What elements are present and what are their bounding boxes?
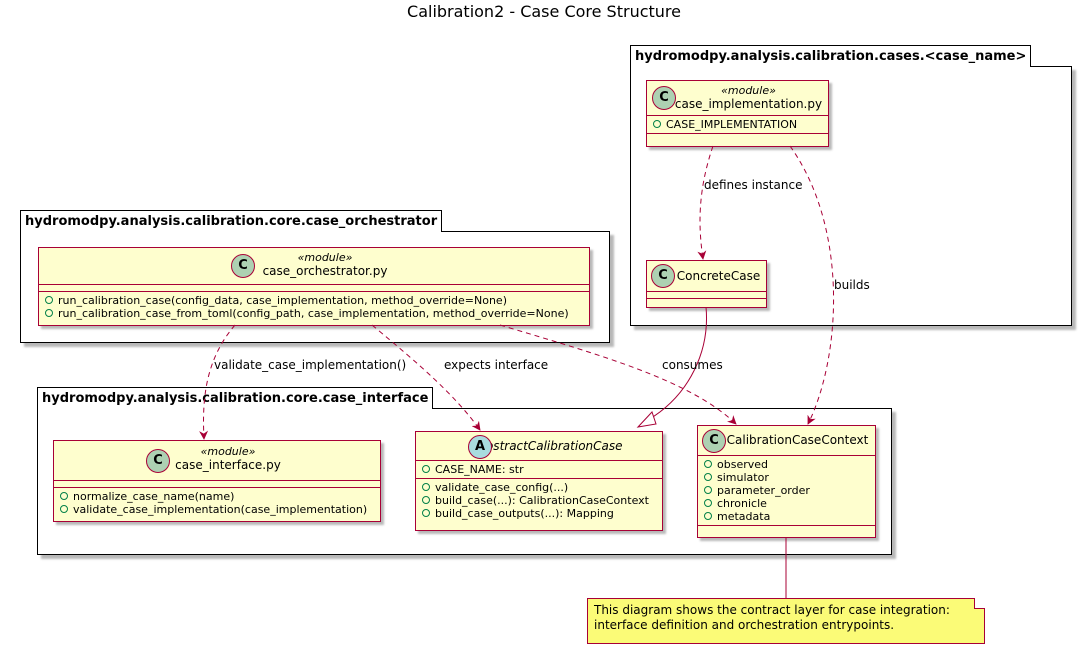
method-row: validate_case_implementation(case_implem…	[60, 503, 374, 516]
class-stereotype: «module»	[297, 251, 353, 264]
relation-builds	[789, 145, 834, 425]
package-orchestrator-label: hydromodpy.analysis.calibration.core.cas…	[20, 210, 443, 232]
method-row: build_case_outputs(...): Mapping	[422, 507, 656, 520]
relation-consumes	[499, 324, 737, 425]
public-visibility-icon	[45, 309, 53, 317]
abstract-circle-icon: A	[468, 435, 492, 459]
class-header: C «module» case_orchestrator.py	[39, 248, 589, 285]
note-fold-icon	[974, 598, 985, 609]
method-row: run_calibration_case_from_toml(config_pa…	[45, 307, 583, 320]
class-attributes: CASE_NAME: str	[416, 461, 662, 479]
public-visibility-icon	[60, 505, 68, 513]
class-stereotype: «module»	[200, 445, 256, 458]
public-visibility-icon	[704, 499, 712, 507]
diagram-note: This diagram shows the contract layer fo…	[587, 598, 985, 644]
class-case-interface: C «module» case_interface.py normalize_c…	[53, 440, 381, 522]
class-calibration-case-context: C CalibrationCaseContext observed simula…	[697, 425, 876, 538]
public-visibility-icon	[704, 460, 712, 468]
package-interface-label: hydromodpy.analysis.calibration.core.cas…	[37, 387, 434, 409]
class-attributes	[54, 481, 380, 488]
class-attributes: CASE_IMPLEMENTATION	[647, 116, 828, 134]
public-visibility-icon	[653, 120, 661, 128]
class-circle-icon: C	[651, 264, 675, 288]
method-row: normalize_case_name(name)	[60, 490, 374, 503]
public-visibility-icon	[45, 296, 53, 304]
class-methods: validate_case_config(...) build_case(...…	[416, 479, 662, 522]
diagram-title: Calibration2 - Case Core Structure	[407, 2, 681, 21]
note-line-2: interface definition and orchestration e…	[594, 618, 895, 632]
class-case-implementation: C «module» case_implementation.py CASE_I…	[646, 80, 829, 147]
class-abstract-calibration-case: A AbstractCalibrationCase CASE_NAME: str…	[415, 431, 663, 531]
public-visibility-icon	[704, 512, 712, 520]
class-header: C ConcreteCase	[647, 261, 766, 292]
class-circle-icon: C	[702, 429, 726, 453]
label-builds: builds	[834, 278, 870, 292]
class-stereotype: «module»	[721, 84, 776, 97]
label-defines-instance: defines instance	[704, 178, 803, 192]
class-case-orchestrator: C «module» case_orchestrator.py run_cali…	[38, 247, 590, 326]
relation-validate	[199, 324, 236, 440]
method-row: validate_case_config(...)	[422, 481, 656, 494]
relation-expects-interface	[371, 324, 481, 431]
public-visibility-icon	[422, 483, 430, 491]
method-row: build_case(...): CalibrationCaseContext	[422, 494, 656, 507]
inheritance-arrowhead	[636, 411, 657, 428]
class-name: CalibrationCaseContext	[726, 433, 869, 447]
class-attributes: observed simulator parameter_order chron…	[698, 456, 875, 526]
attribute-row: simulator	[704, 471, 869, 484]
attribute-row: metadata	[704, 510, 869, 523]
public-visibility-icon	[422, 509, 430, 517]
class-attributes	[647, 292, 766, 299]
class-header: A AbstractCalibrationCase	[416, 432, 662, 461]
class-header: C CalibrationCaseContext	[698, 426, 875, 456]
public-visibility-icon	[422, 465, 430, 473]
label-expects-interface: expects interface	[444, 358, 549, 372]
attribute-row: chronicle	[704, 497, 869, 510]
label-consumes: consumes	[662, 358, 723, 372]
label-validate: validate_case_implementation()	[214, 358, 407, 372]
public-visibility-icon	[704, 486, 712, 494]
class-header: C «module» case_interface.py	[54, 441, 380, 481]
class-name: case_interface.py	[175, 458, 281, 472]
class-attributes	[39, 285, 589, 292]
class-methods: normalize_case_name(name) validate_case_…	[54, 488, 380, 518]
package-cases-label: hydromodpy.analysis.calibration.cases.<c…	[630, 45, 1032, 67]
attribute-row: observed	[704, 458, 869, 471]
class-methods: run_calibration_case(config_data, case_i…	[39, 292, 589, 322]
attribute-row: parameter_order	[704, 484, 869, 497]
class-concrete-case: C ConcreteCase	[646, 260, 767, 308]
note-line-1: This diagram shows the contract layer fo…	[594, 603, 950, 617]
class-name: ConcreteCase	[676, 269, 761, 283]
class-name: case_orchestrator.py	[262, 264, 388, 278]
class-header: C «module» case_implementation.py	[647, 81, 828, 116]
class-circle-icon: C	[146, 449, 170, 473]
class-name: AbstractCalibrationCase	[477, 439, 623, 453]
relation-inheritance	[647, 306, 708, 421]
method-row: run_calibration_case(config_data, case_i…	[45, 294, 583, 307]
class-circle-icon: C	[231, 254, 255, 278]
attribute-row: CASE_NAME: str	[422, 463, 656, 476]
public-visibility-icon	[60, 492, 68, 500]
attribute-row: CASE_IMPLEMENTATION	[653, 118, 822, 131]
public-visibility-icon	[704, 473, 712, 481]
public-visibility-icon	[422, 496, 430, 504]
class-circle-icon: C	[652, 86, 676, 110]
relation-defines-instance	[697, 145, 714, 260]
class-name: case_implementation.py	[674, 97, 823, 111]
